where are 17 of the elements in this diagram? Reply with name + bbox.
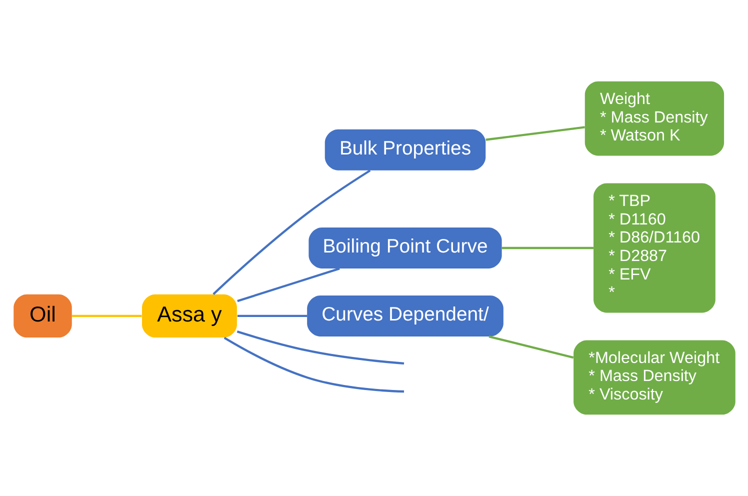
node-box: Weight * Mass Density * Watson K (584, 81, 724, 156)
connector (488, 335, 574, 359)
connector (223, 336, 404, 393)
connector (236, 330, 404, 364)
node-box: Assa y (142, 294, 236, 338)
connector (485, 126, 584, 141)
node-box: * TBP * D1160 * D86/D1160 * D2887 * EFV * (593, 183, 715, 313)
node-box: Curves Dependent/ (306, 295, 503, 336)
node-box: Oil (13, 294, 72, 338)
node-box: *Molecular Weight * Mass Density * Viscosity (573, 340, 735, 415)
connector (236, 268, 340, 302)
node-box: Boiling Point Curve (308, 228, 502, 268)
connector (212, 170, 370, 295)
connector (236, 314, 307, 318)
node-box: Bulk Properties (324, 129, 486, 170)
connector (501, 246, 593, 250)
connector (72, 314, 142, 318)
